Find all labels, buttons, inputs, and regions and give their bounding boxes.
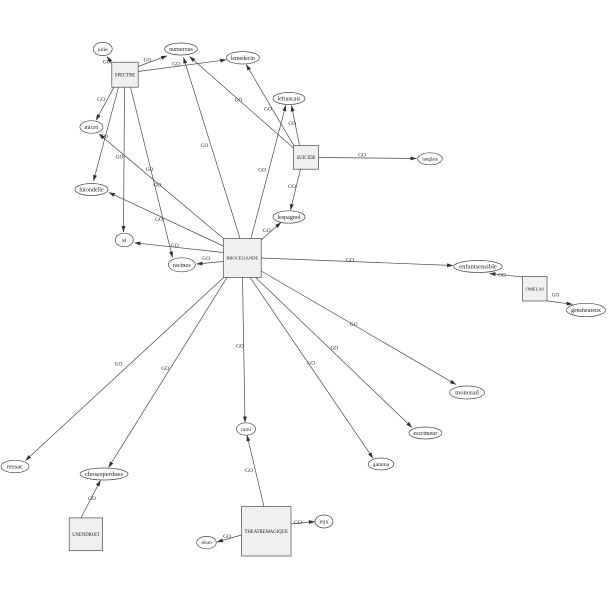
svg-text:GO: GO bbox=[88, 496, 96, 502]
svg-text:lemedecin: lemedecin bbox=[231, 56, 255, 62]
svg-text:GO: GO bbox=[172, 61, 180, 67]
svg-text:GO: GO bbox=[236, 344, 244, 350]
svg-text:UNENDROIT: UNENDROIT bbox=[72, 533, 99, 538]
svg-text:GO: GO bbox=[146, 167, 154, 173]
svg-text:GO: GO bbox=[202, 256, 210, 262]
svg-text:BROCELIANDE: BROCELIANDE bbox=[226, 255, 258, 260]
svg-text:THEATREMAGIQUE: THEATREMAGIQUE bbox=[244, 530, 288, 535]
svg-text:GO: GO bbox=[307, 360, 315, 366]
svg-text:GO: GO bbox=[223, 534, 231, 540]
svg-text:GO: GO bbox=[346, 257, 354, 263]
svg-text:GO: GO bbox=[100, 134, 108, 140]
svg-text:GO: GO bbox=[264, 106, 272, 112]
svg-text:GO: GO bbox=[155, 217, 163, 223]
svg-text:GO: GO bbox=[294, 520, 302, 526]
svg-text:eux: eux bbox=[320, 519, 330, 526]
svg-text:GO: GO bbox=[144, 57, 152, 63]
svg-text:escrimeur: escrimeur bbox=[413, 431, 437, 437]
svg-text:GO: GO bbox=[171, 243, 179, 249]
svg-text:GO: GO bbox=[350, 322, 358, 328]
svg-text:GO: GO bbox=[115, 362, 123, 368]
svg-text:GO: GO bbox=[288, 121, 296, 127]
svg-text:lespagnol: lespagnol bbox=[278, 215, 301, 221]
svg-text:GO: GO bbox=[258, 167, 266, 173]
svg-text:GO: GO bbox=[245, 468, 253, 474]
svg-text:rumi: rumi bbox=[241, 427, 252, 433]
svg-text:enfantsensible: enfantsensible bbox=[459, 264, 497, 271]
svg-text:SUICIDE: SUICIDE bbox=[297, 156, 316, 161]
svg-text:GO: GO bbox=[331, 346, 339, 352]
svg-text:GO: GO bbox=[201, 143, 209, 149]
svg-text:julie: julie bbox=[97, 47, 109, 53]
svg-text:lefrancais: lefrancais bbox=[278, 96, 302, 103]
svg-text:hirondelle: hirondelle bbox=[79, 188, 104, 194]
svg-text:si: si bbox=[122, 237, 127, 244]
svg-text:gensheureux: gensheureux bbox=[571, 308, 601, 314]
svg-text:gamma: gamma bbox=[373, 462, 390, 468]
svg-text:GO: GO bbox=[161, 366, 169, 372]
svg-text:racines: racines bbox=[173, 262, 192, 269]
svg-text:chosesperdues: chosesperdues bbox=[85, 471, 124, 478]
svg-text:GO: GO bbox=[153, 182, 161, 188]
svg-text:divan: divan bbox=[201, 541, 212, 546]
svg-text:GO: GO bbox=[263, 228, 271, 234]
svg-text:GO: GO bbox=[97, 97, 105, 103]
svg-text:GO: GO bbox=[498, 273, 506, 279]
svg-text:micro: micro bbox=[84, 125, 98, 131]
svg-text:monorail: monorail bbox=[455, 390, 479, 397]
svg-text:numerous: numerous bbox=[169, 47, 193, 53]
svg-text:GO: GO bbox=[552, 292, 560, 298]
svg-text:ressac: ressac bbox=[7, 464, 23, 471]
svg-text:langlais: langlais bbox=[422, 158, 438, 163]
svg-text:GO: GO bbox=[116, 154, 124, 160]
svg-text:OMELAS: OMELAS bbox=[526, 286, 545, 291]
svg-text:GO: GO bbox=[288, 184, 296, 190]
svg-text:GO: GO bbox=[103, 59, 111, 65]
svg-text:GO: GO bbox=[235, 97, 243, 103]
svg-text:SPECTRE: SPECTRE bbox=[115, 73, 135, 78]
svg-text:GO: GO bbox=[358, 152, 366, 158]
